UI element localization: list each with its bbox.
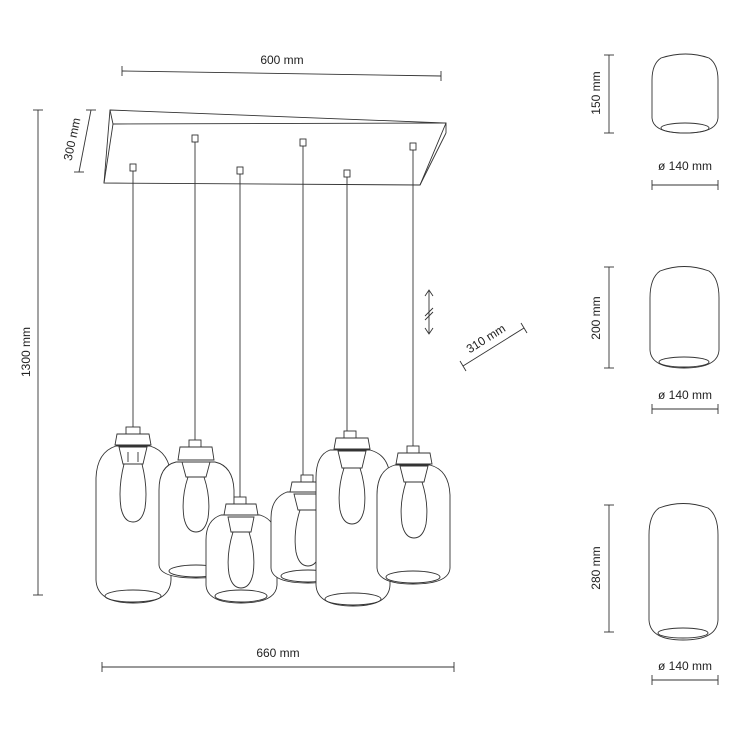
spread-width-label: 660 mm: [256, 646, 299, 660]
shade-option-200: 200 mm ø 140 mm: [589, 266, 720, 414]
shade-2-diameter: ø 140 mm: [658, 388, 712, 402]
shade-option-280: 280 mm ø 140 mm: [589, 503, 719, 685]
suspension-cables: [129, 134, 417, 500]
total-height-label: 1300 mm: [19, 327, 33, 377]
adjustable-height-arrow-icon: [424, 289, 434, 335]
shade-1-height: 150 mm: [589, 71, 603, 114]
dim-spread-depth: 310 mm: [459, 321, 528, 372]
canopy-width-label: 300 mm: [61, 117, 84, 162]
pendant-lamp-6: [376, 445, 451, 585]
canopy-length-label: 600 mm: [260, 53, 303, 67]
shade-option-150: 150 mm ø 140 mm: [589, 53, 719, 190]
shade-2-height: 200 mm: [589, 296, 603, 339]
ceiling-canopy: [103, 109, 447, 186]
dim-total-height: 1300 mm: [19, 109, 43, 596]
dim-canopy-width: 300 mm: [61, 109, 96, 173]
shade-3-height: 280 mm: [589, 546, 603, 589]
dim-spread-width: 660 mm: [101, 646, 455, 672]
pendant-lamp-1: [95, 426, 172, 604]
shade-3-diameter: ø 140 mm: [658, 659, 712, 673]
shade-1-diameter: ø 140 mm: [658, 159, 712, 173]
spread-depth-label: 310 mm: [464, 321, 508, 356]
pendant-lamp-5: [315, 430, 391, 607]
dim-canopy-length: 600 mm: [121, 53, 442, 81]
